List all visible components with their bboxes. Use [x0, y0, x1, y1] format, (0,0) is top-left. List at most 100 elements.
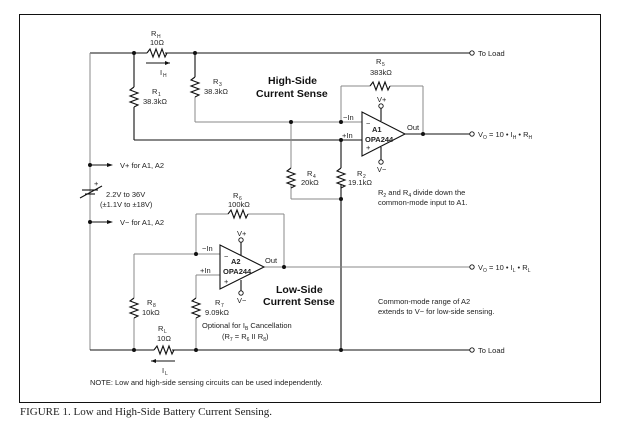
svg-text:7: 7 — [221, 303, 224, 309]
battery-supply: V+ for A1, A2 + 2.2V to 36V (±1.1V to ±1… — [79, 161, 164, 227]
svg-text:−: − — [366, 119, 371, 128]
svg-text:A2: A2 — [231, 257, 241, 266]
terminal-vo-low: VO = 10 • IL • RL — [469, 263, 531, 274]
svg-text:38.3kΩ: 38.3kΩ — [143, 97, 167, 106]
svg-text:H: H — [157, 34, 161, 40]
resistor-r3: R 3 38.3kΩ — [190, 76, 228, 98]
svg-text:4: 4 — [313, 174, 316, 180]
optional-note: Optional for IB Cancellation (R7 = R6 II… — [202, 321, 292, 343]
svg-text:V− for A1, A2: V− for A1, A2 — [120, 218, 164, 227]
svg-text:38.3kΩ: 38.3kΩ — [204, 87, 228, 96]
svg-text:Out: Out — [407, 123, 420, 132]
independence-note: NOTE: Low and high-side sensing circuits… — [90, 378, 323, 387]
svg-text:100kΩ: 100kΩ — [228, 200, 250, 209]
svg-text:To Load: To Load — [478, 346, 505, 355]
svg-text:2: 2 — [363, 174, 366, 180]
svg-text:L: L — [165, 371, 168, 377]
resistor-rh: R H 10Ω I H — [146, 29, 170, 79]
svg-text:5: 5 — [382, 62, 385, 68]
svg-text:+In: +In — [200, 266, 211, 275]
svg-text:+: + — [224, 277, 229, 286]
svg-text:+: + — [94, 179, 99, 188]
svg-text:V−: V− — [237, 296, 247, 305]
svg-text:10Ω: 10Ω — [157, 334, 171, 343]
high-side-title: High-Side — [268, 75, 317, 87]
svg-text:L: L — [164, 329, 167, 335]
terminal-to-load-bottom: To Load — [469, 346, 505, 355]
svg-text:To Load: To Load — [478, 49, 505, 58]
svg-text:Common-mode range of A2: Common-mode range of A2 — [378, 297, 470, 306]
arrow-right-icon — [107, 220, 113, 224]
arrow-left-icon — [151, 359, 156, 363]
low-side-subtitle: Current Sense — [263, 296, 335, 308]
rh-label: R — [151, 29, 157, 38]
svg-text:Optional for IB Cancellation: Optional for IB Cancellation — [202, 321, 292, 332]
svg-text:extends to V− for low-side sen: extends to V− for low-side sensing. — [378, 307, 495, 316]
resistor-r1: R 1 38.3kΩ — [129, 86, 167, 108]
svg-text:8: 8 — [153, 303, 156, 309]
svg-text:V+ for A1, A2: V+ for A1, A2 — [120, 161, 164, 170]
arrow-right-icon — [107, 163, 113, 167]
svg-text:I: I — [162, 366, 164, 375]
svg-text:10kΩ: 10kΩ — [142, 308, 160, 317]
svg-text:VO = 10 • IH • RH: VO = 10 • IH • RH — [478, 130, 533, 141]
svg-text:V−: V− — [377, 165, 387, 174]
resistor-r2: R 2 19.1kΩ — [336, 167, 372, 189]
svg-text:R: R — [357, 169, 363, 178]
svg-text:(R7 = R6 II R8): (R7 = R6 II R8) — [222, 332, 269, 343]
svg-text:R: R — [376, 57, 382, 66]
svg-text:R: R — [215, 298, 221, 307]
divider-note: R2 and R4 divide down the common-mode in… — [378, 188, 468, 207]
rh-value: 10Ω — [150, 38, 164, 47]
svg-text:R: R — [233, 191, 239, 200]
svg-text:V+: V+ — [377, 95, 387, 104]
svg-text:2.2V to 36V: 2.2V to 36V — [106, 190, 145, 199]
svg-text:OPA244: OPA244 — [223, 267, 252, 276]
figure-frame — [19, 14, 601, 403]
svg-text:R: R — [307, 169, 313, 178]
resistor-r6: R 6 100kΩ — [227, 191, 250, 219]
svg-text:−: − — [224, 252, 229, 261]
cm-range-note: Common-mode range of A2 extends to V− fo… — [378, 297, 495, 316]
svg-text:VO = 10 • IL • RL: VO = 10 • IL • RL — [478, 263, 531, 274]
svg-text:−In: −In — [343, 113, 354, 122]
svg-text:−In: −In — [202, 244, 213, 253]
svg-text:A1: A1 — [372, 125, 382, 134]
arrow-right-icon — [165, 61, 170, 65]
terminal-vo-high: VO = 10 • IH • RH — [469, 130, 533, 141]
figure-caption: FIGURE 1. Low and High-Side Battery Curr… — [20, 406, 273, 418]
svg-text:R: R — [158, 324, 164, 333]
svg-text:Out: Out — [265, 256, 278, 265]
opamp-a2: −In +In − + A2 OPA244 Out V+ V− — [200, 229, 278, 305]
svg-text:6: 6 — [239, 196, 242, 202]
svg-text:19.1kΩ: 19.1kΩ — [348, 178, 372, 187]
resistor-r7: R 7 9.09kΩ — [191, 297, 229, 319]
svg-text:(±1.1V to ±18V): (±1.1V to ±18V) — [100, 200, 153, 209]
svg-text:R: R — [213, 77, 219, 86]
opamp-a1: −In +In − + A1 OPA244 Out V+ V− — [342, 95, 420, 174]
low-side-wiring — [90, 213, 470, 352]
resistor-r8: R 8 10kΩ — [129, 297, 160, 319]
svg-text:+: + — [366, 143, 371, 152]
low-side-title: Low-Side — [276, 284, 323, 296]
svg-text:OPA244: OPA244 — [365, 135, 394, 144]
svg-text:9.09kΩ: 9.09kΩ — [205, 308, 229, 317]
high-side-subtitle: Current Sense — [256, 88, 328, 100]
variable-arrow — [79, 185, 103, 199]
svg-text:V+: V+ — [237, 229, 247, 238]
resistor-rl: R L 10Ω I L — [151, 324, 175, 377]
svg-text:1: 1 — [158, 92, 161, 98]
svg-text:I: I — [160, 68, 162, 77]
svg-text:3: 3 — [219, 82, 222, 88]
svg-text:R: R — [152, 87, 158, 96]
svg-text:R: R — [147, 298, 153, 307]
svg-text:R2 and R4 divide down the: R2 and R4 divide down the — [378, 188, 465, 199]
resistor-r5: R 5 383kΩ — [369, 57, 392, 91]
svg-text:+In: +In — [342, 131, 353, 140]
svg-text:20kΩ: 20kΩ — [301, 178, 319, 187]
terminal-to-load-top: To Load — [469, 49, 505, 58]
svg-text:common-mode input to A1.: common-mode input to A1. — [378, 198, 468, 207]
svg-text:H: H — [163, 73, 167, 79]
svg-text:383kΩ: 383kΩ — [370, 68, 392, 77]
